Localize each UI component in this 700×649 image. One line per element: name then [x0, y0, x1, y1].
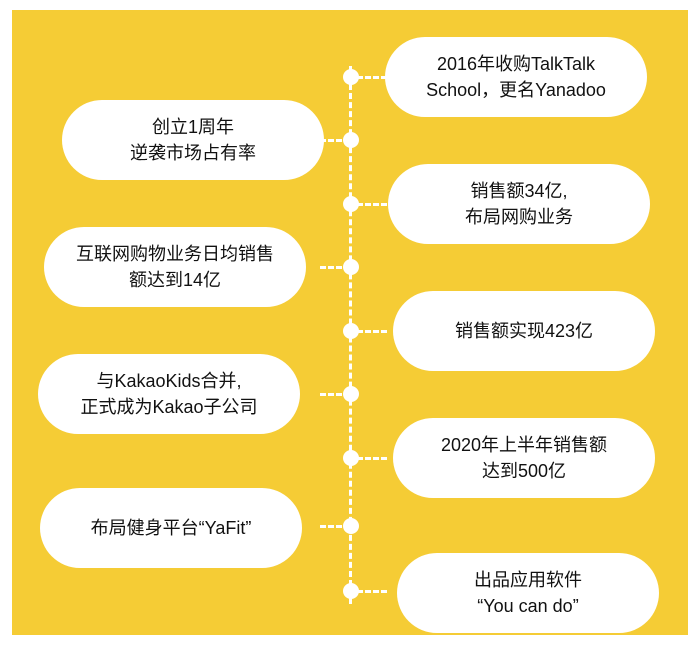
- event-text-line1: 出品应用软件: [474, 570, 582, 590]
- connector-left-2: [320, 266, 350, 269]
- timeline-node-4: [343, 259, 359, 275]
- connector-left-4: [320, 525, 350, 528]
- event-text-line2: 达到500亿: [481, 461, 567, 481]
- timeline-event-left-3: 与KakaoKids合并, 正式成为Kakao子公司: [38, 354, 300, 434]
- connector-left-1: [320, 139, 350, 142]
- event-text-line1: 销售额34亿,: [470, 181, 568, 201]
- event-text-line2: 逆袭市场占有率: [130, 143, 256, 163]
- connector-right-4: [357, 457, 387, 460]
- event-text-line1: 创立1周年: [151, 117, 234, 137]
- connector-right-2: [357, 203, 387, 206]
- timeline-event-left-2: 互联网购物业务日均销售 额达到14亿: [44, 227, 306, 307]
- timeline-event-left-1: 创立1周年 逆袭市场占有率: [62, 100, 324, 180]
- timeline-node-7: [343, 450, 359, 466]
- event-text-line2: 布局网购业务: [465, 207, 573, 227]
- timeline-node-2: [343, 132, 359, 148]
- timeline-node-8: [343, 518, 359, 534]
- event-text-line2: 正式成为Kakao子公司: [80, 397, 258, 417]
- timeline-node-1: [343, 69, 359, 85]
- timeline-node-9: [343, 583, 359, 599]
- timeline-event-right-5: 出品应用软件 “You can do”: [397, 553, 659, 633]
- event-text-line2: “You can do”: [477, 596, 579, 616]
- event-text-line2: School，更名Yanadoo: [426, 80, 606, 100]
- event-text-line1: 与KakaoKids合并,: [96, 371, 242, 391]
- timeline-event-right-1: 2016年收购TalkTalk School，更名Yanadoo: [385, 37, 647, 117]
- event-text-line1: 2020年上半年销售额: [440, 435, 608, 455]
- timeline-node-5: [343, 323, 359, 339]
- event-text-line1: 销售额实现423亿: [454, 321, 594, 341]
- event-text-line1: 2016年收购TalkTalk: [436, 54, 596, 74]
- connector-right-5: [357, 590, 387, 593]
- event-text-line1: 互联网购物业务日均销售: [76, 244, 274, 264]
- connector-right-3: [357, 330, 387, 333]
- timeline-event-right-2: 销售额34亿, 布局网购业务: [388, 164, 650, 244]
- timeline-event-right-4: 2020年上半年销售额 达到500亿: [393, 418, 655, 498]
- timeline-node-6: [343, 386, 359, 402]
- timeline-event-left-4: 布局健身平台“YaFit”: [40, 488, 302, 568]
- event-text-line1: 布局健身平台“YaFit”: [90, 518, 252, 538]
- connector-left-3: [320, 393, 350, 396]
- timeline-node-3: [343, 196, 359, 212]
- timeline-event-right-3: 销售额实现423亿: [393, 291, 655, 371]
- event-text-line2: 额达到14亿: [128, 270, 222, 290]
- connector-right-1: [357, 76, 387, 79]
